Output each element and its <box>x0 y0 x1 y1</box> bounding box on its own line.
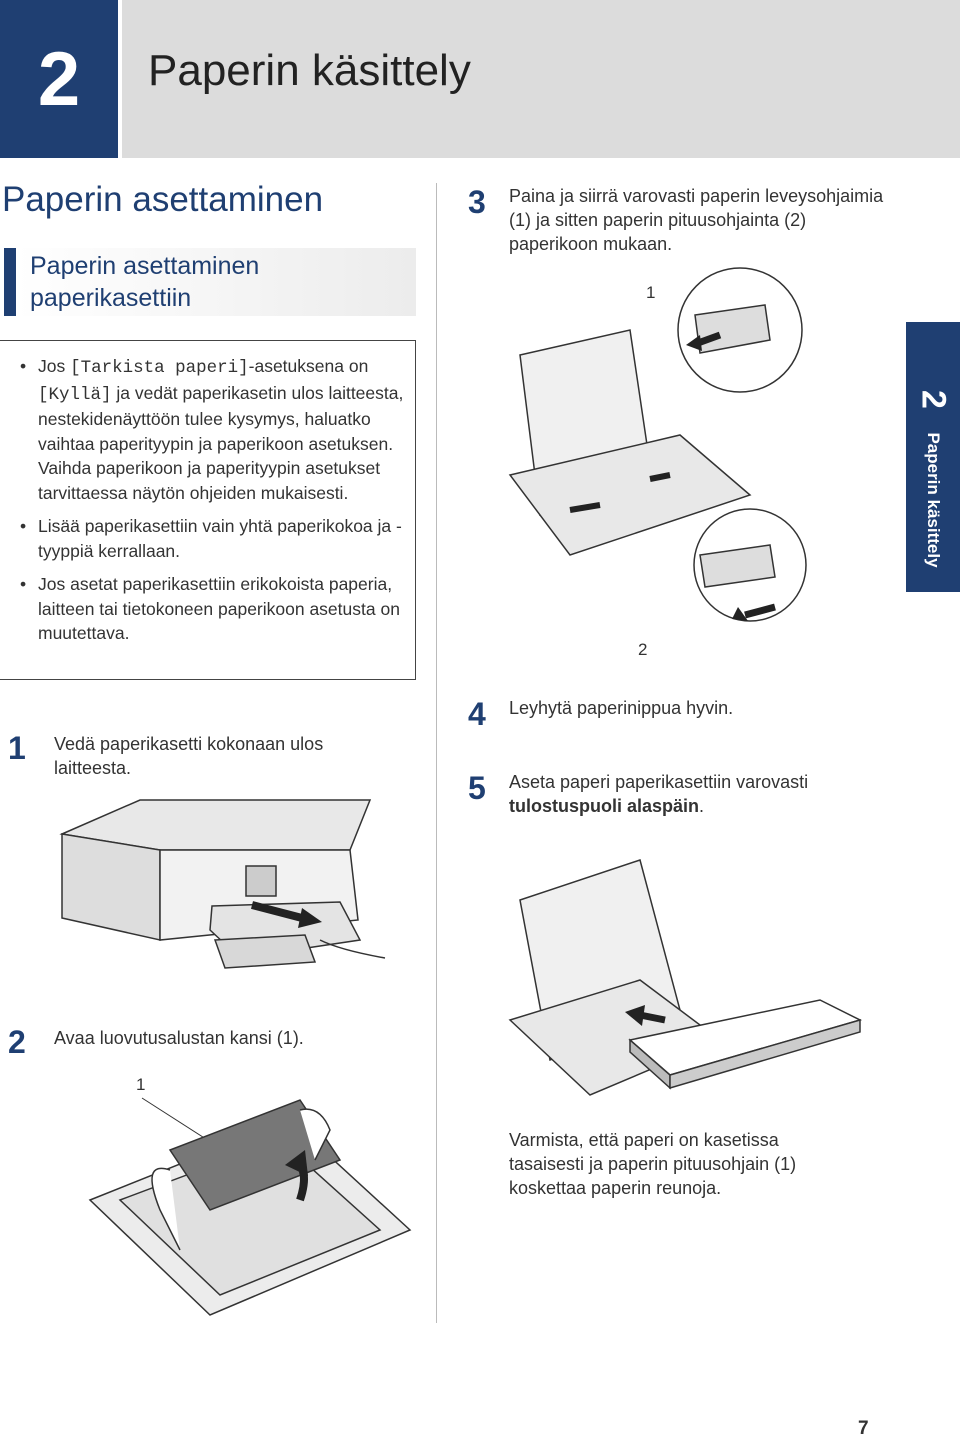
callout-label: 1 <box>646 283 656 302</box>
step-5-text: Aseta paperi paperikasettiin varovasti t… <box>509 770 889 818</box>
note-text: Lisää paperikasettiin vain yhtä paperiko… <box>38 516 402 561</box>
step-1-number: 1 <box>8 730 26 766</box>
note-item: Jos asetat paperikasettiin erikokoista p… <box>20 572 410 646</box>
chapter-side-tab <box>906 322 960 592</box>
step-2-text: Avaa luovutusalustan kansi (1). <box>54 1028 304 1048</box>
step-3-text: Paina ja siirrä varovasti paperin leveys… <box>509 186 884 254</box>
step-5-text-post: . <box>699 796 705 816</box>
note-box <box>0 340 416 680</box>
step-4-text: Leyhytä paperinippua hyvin. <box>509 698 734 718</box>
step-5-note: Varmista, että paperi on kasetissa tasai… <box>509 1130 797 1198</box>
step-5-text-bold: tulostuspuoli alaspäin <box>509 796 700 816</box>
step-2-number: 2 <box>8 1024 26 1060</box>
chapter-header-bar <box>122 0 960 158</box>
side-tab-text: Paperin käsittely <box>924 432 943 568</box>
step-3-number: 3 <box>468 184 486 220</box>
step-4-number: 4 <box>468 696 486 732</box>
chapter-title: Paperin käsittely <box>148 46 471 95</box>
note-text: Jos asetat paperikasettiin erikokoista p… <box>38 574 400 643</box>
note-text: Jos <box>38 356 71 376</box>
subsection-marker <box>4 248 16 316</box>
setting-value: [Kyllä] <box>38 384 112 405</box>
load-paper-illustration <box>508 859 863 1096</box>
note-item: Jos [Tarkista paperi]-asetuksena on [Kyl… <box>20 354 410 505</box>
subsection-background <box>16 248 416 316</box>
chapter-number: 2 <box>0 0 118 158</box>
note-item: Lisää paperikasettiin vain yhtä paperiko… <box>20 514 410 563</box>
note-list: Jos [Tarkista paperi]-asetuksena on [Kyl… <box>20 354 410 655</box>
output-tray-illustration <box>88 1097 412 1316</box>
page-number: 7 <box>858 1418 869 1439</box>
step-5-number: 5 <box>468 770 486 806</box>
setting-name: [Tarkista paperi] <box>70 358 249 378</box>
section-title: Paperin asettaminen <box>2 180 324 219</box>
subsection-title-line2: paperikasettiin <box>30 284 192 312</box>
side-tab-number: 2 <box>914 390 953 409</box>
note-text: -asetuksena on <box>248 356 369 376</box>
note-text: ja vedät paperikasetin ulos laitteesta, … <box>38 382 404 503</box>
callout-label: 1 <box>136 1075 146 1094</box>
paper-guides-illustration <box>508 267 807 622</box>
column-divider <box>436 183 437 1323</box>
callout-label: 2 <box>638 640 648 659</box>
step-5-text-pre: Aseta paperi paperikasettiin varovasti <box>509 772 809 792</box>
subsection-title-line1: Paperin asettaminen <box>30 252 260 280</box>
step-1-text: Vedä paperikasetti kokonaan ulos laittee… <box>54 734 324 778</box>
subsection-title: Paperin asettaminen paperikasettiin <box>30 250 259 314</box>
printer-illustration <box>59 799 386 969</box>
